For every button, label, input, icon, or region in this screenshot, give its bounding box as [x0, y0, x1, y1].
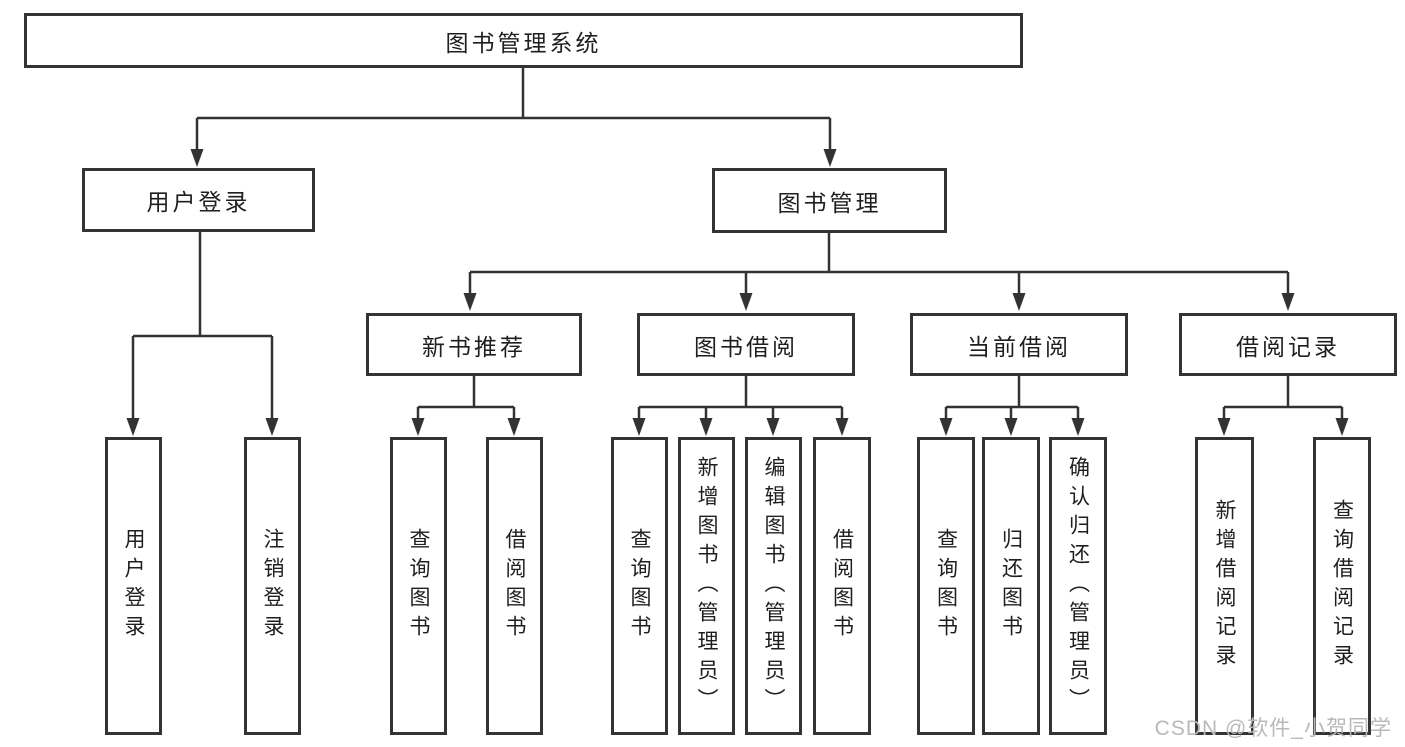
connector-book-borrowing-children: [632, 376, 849, 436]
csdn-watermark: CSDN @软件_小贺同学: [1154, 717, 1392, 740]
node-new-book-recommend: 新书推荐: [366, 313, 582, 376]
node-leaf-logout-login: 注销登录: [244, 437, 301, 735]
node-leaf-bb-query-books: 查询图书: [611, 437, 668, 735]
node-book-management: 图书管理: [712, 168, 947, 233]
node-user-login: 用户登录: [82, 168, 315, 232]
node-leaf-br-add-record: 新增借阅记录: [1195, 437, 1254, 735]
connector-borrowing-records-children: [1217, 376, 1349, 436]
node-leaf-cb-return-books: 归还图书: [982, 437, 1040, 735]
connector-user-login-children: [126, 232, 279, 436]
connector-root-to-level2: [190, 68, 837, 167]
node-current-borrowing: 当前借阅: [910, 313, 1128, 376]
connector-book-management-children: [463, 233, 1295, 311]
node-leaf-br-query-record: 查询借阅记录: [1313, 437, 1371, 735]
connector-new-book-recommend-children: [411, 376, 521, 436]
node-leaf-user-login: 用户登录: [105, 437, 162, 735]
node-leaf-bb-borrow-books: 借阅图书: [813, 437, 871, 735]
node-leaf-cb-confirm-return-admin: 确认归还（管理员）: [1049, 437, 1107, 735]
node-leaf-cb-query-books: 查询图书: [917, 437, 975, 735]
node-leaf-bb-add-books-admin: 新增图书（管理员）: [678, 437, 735, 735]
node-leaf-nb-query-books: 查询图书: [390, 437, 447, 735]
node-borrowing-records: 借阅记录: [1179, 313, 1397, 376]
node-book-borrowing: 图书借阅: [637, 313, 855, 376]
node-root-system: 图书管理系统: [24, 13, 1023, 68]
connector-current-borrowing-children: [939, 376, 1085, 436]
node-leaf-bb-edit-books-admin: 编辑图书（管理员）: [745, 437, 802, 735]
node-leaf-nb-borrow-books: 借阅图书: [486, 437, 543, 735]
